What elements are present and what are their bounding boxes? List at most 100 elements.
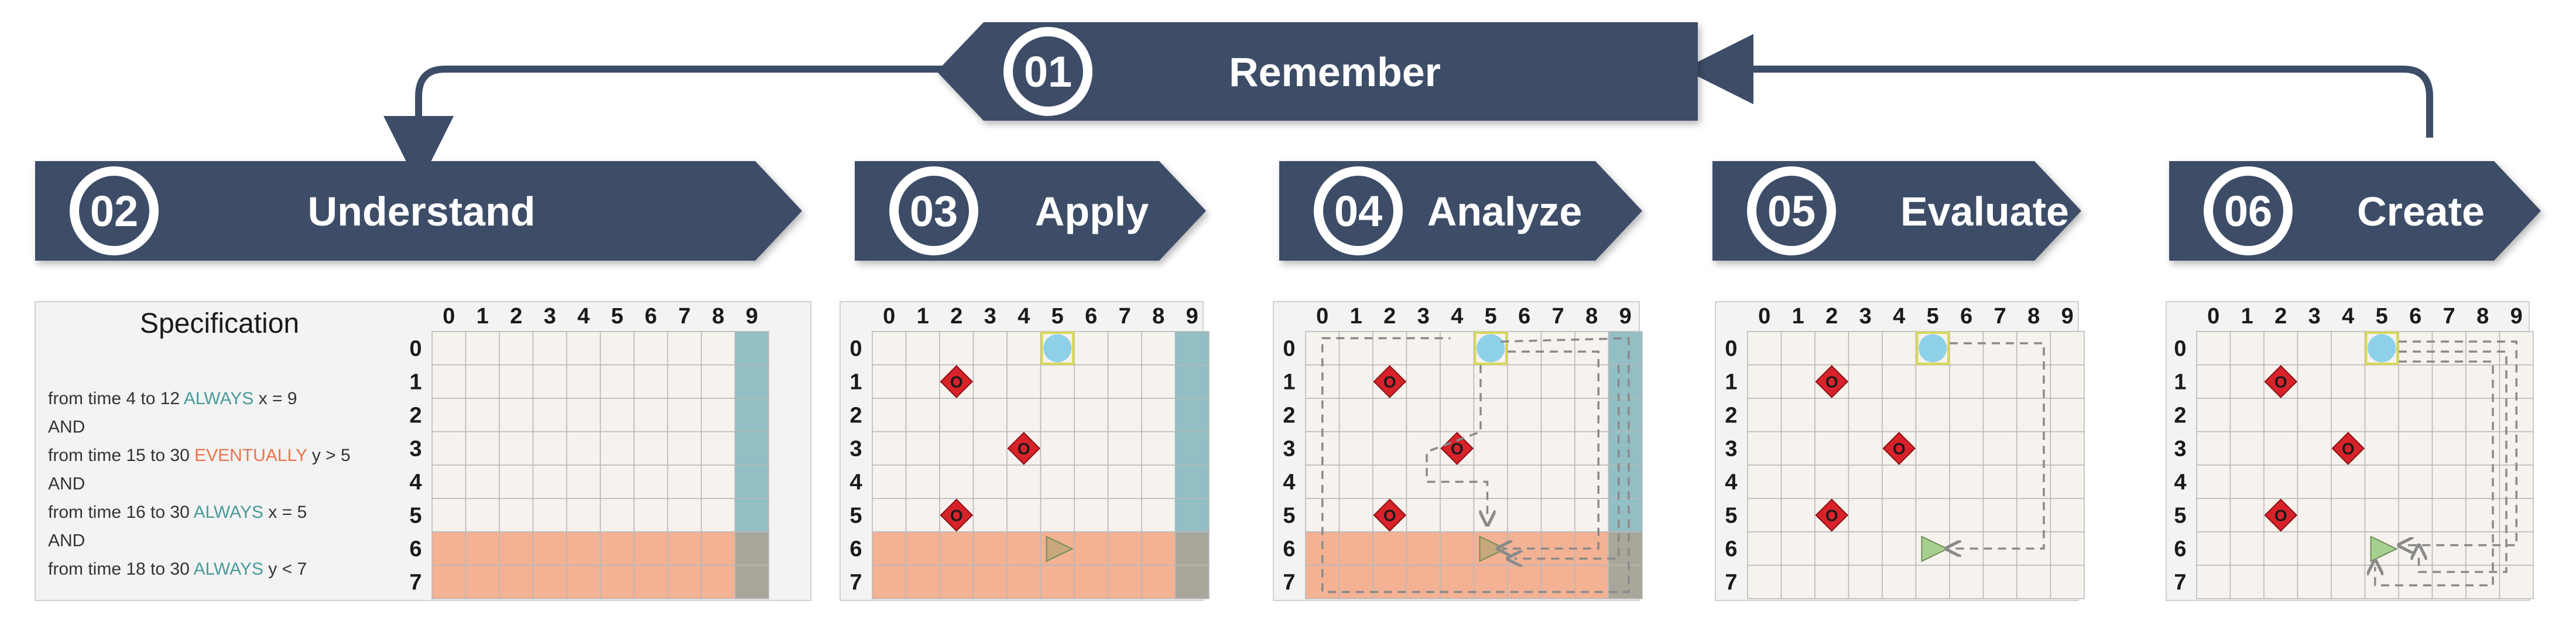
- grid-cell: [1982, 398, 2017, 432]
- grid-cell: [2263, 331, 2298, 366]
- grid-cell: [1006, 498, 1042, 532]
- grid-cell: [600, 364, 635, 399]
- stage-badge: [1756, 176, 1827, 246]
- grid-cell: [431, 364, 467, 399]
- grid-cell: [1814, 431, 1849, 466]
- grid-cell: [1982, 364, 2017, 399]
- trajectory-path: [2399, 340, 2517, 545]
- grid-cell: [633, 364, 669, 399]
- row-label: 1: [849, 370, 862, 395]
- col-label: 3: [2308, 304, 2321, 329]
- col-label: 7: [679, 304, 691, 329]
- grid-cell: [499, 398, 534, 432]
- grid-cell: [1141, 498, 1176, 532]
- obstacle-label: O: [950, 507, 963, 525]
- grid-cell: [2465, 565, 2500, 599]
- col-label: 6: [1960, 304, 1972, 329]
- spec-keyword: ALWAYS: [193, 559, 263, 579]
- grid-cell: [872, 331, 907, 366]
- spec-text: AND: [48, 474, 85, 494]
- grid-cell: [465, 531, 500, 566]
- grid-cell: [1174, 531, 1210, 566]
- col-label: 7: [1994, 304, 2006, 329]
- stage-label: Analyze: [1427, 189, 1582, 234]
- grid-cell: [667, 398, 702, 432]
- grid-cell: [1174, 431, 1210, 466]
- grid-cell: [872, 465, 907, 499]
- grid-cell: [1040, 498, 1075, 532]
- grid-cell: [600, 531, 635, 566]
- col-label: 2: [1383, 304, 1396, 329]
- grid-cell: [1372, 431, 1407, 466]
- grid-cell: [905, 465, 940, 499]
- grid-cell: [1814, 531, 1849, 566]
- grid-cell: [1174, 465, 1210, 499]
- grid-cell: [1473, 431, 1508, 466]
- grid-cell: [431, 431, 467, 466]
- grid-cell: [734, 565, 769, 599]
- grid-cell: [2263, 398, 2298, 432]
- grid-cell: [734, 531, 769, 566]
- grid-cell: [1006, 465, 1042, 499]
- grid-cell: [1882, 465, 1917, 499]
- grid-cell: [1574, 498, 1609, 532]
- grid-cell: [1848, 364, 1883, 399]
- grid-cell: [1338, 565, 1373, 599]
- obstacle-marker: [1882, 432, 1916, 465]
- spec-keyword: ALWAYS: [184, 389, 254, 408]
- grid-cell: [566, 431, 601, 466]
- grid-cell: [972, 531, 1008, 566]
- grid-cell: [905, 431, 940, 466]
- grid-cell: [1107, 431, 1142, 466]
- spec-text: from time 18 to 30: [48, 559, 193, 579]
- grid-cell: [600, 398, 635, 432]
- obstacle-label: O: [2274, 507, 2287, 525]
- grid-cell: [1074, 331, 1109, 366]
- grid-cell: [465, 465, 500, 499]
- grid-cell: [1107, 398, 1142, 432]
- grid-cell: [1440, 364, 1475, 399]
- grid-cell: [1006, 398, 1042, 432]
- grid-cell: [2196, 565, 2231, 599]
- row-label: 2: [2174, 404, 2186, 428]
- grid-cell: [2364, 398, 2399, 432]
- grid-cell: [972, 364, 1008, 399]
- grid-cell: [2398, 565, 2433, 599]
- grid-cell: [1882, 565, 1917, 599]
- grid-cell: [1915, 364, 1950, 399]
- grid-cell: [499, 498, 534, 532]
- grid-cell: [2499, 331, 2534, 366]
- grid-cell: [1107, 498, 1142, 532]
- stage-badge: [1013, 36, 1083, 107]
- grid-cell: [2465, 498, 2500, 532]
- row-label: 7: [2174, 571, 2186, 595]
- col-label: 5: [1051, 304, 1064, 329]
- grid-cell: [1406, 398, 1441, 432]
- grid-cell: [566, 531, 601, 566]
- grid-cell: [499, 431, 534, 466]
- stage-label: Create: [2357, 189, 2485, 234]
- grid-cell: [1174, 565, 1210, 599]
- grid-cell: [1107, 331, 1142, 366]
- grid-cell: [905, 331, 940, 366]
- spec-condition: x = 9: [254, 389, 297, 408]
- spec-keyword: EVENTUALLY: [194, 446, 307, 465]
- start-cell-frame: [1040, 332, 1074, 365]
- grid-cell: [2398, 498, 2433, 532]
- grid-cell: [2016, 565, 2051, 599]
- grid-cell: [2431, 364, 2467, 399]
- col-label: 4: [2342, 304, 2354, 329]
- grid-cell: [2229, 565, 2265, 599]
- grid-cell: [1574, 364, 1609, 399]
- grid-cell: [2331, 364, 2366, 399]
- grid-cell: [2263, 465, 2298, 499]
- grid-cell: [2331, 398, 2366, 432]
- grid-cell: [2331, 331, 2366, 366]
- grid-cell: [1540, 465, 1575, 499]
- grid-cell: [2364, 465, 2399, 499]
- col-label: 8: [2027, 304, 2040, 329]
- grid-cell: [1540, 498, 1575, 532]
- grid-cell: [532, 364, 567, 399]
- grid-cell: [2050, 331, 2085, 366]
- grid-cell: [1915, 398, 1950, 432]
